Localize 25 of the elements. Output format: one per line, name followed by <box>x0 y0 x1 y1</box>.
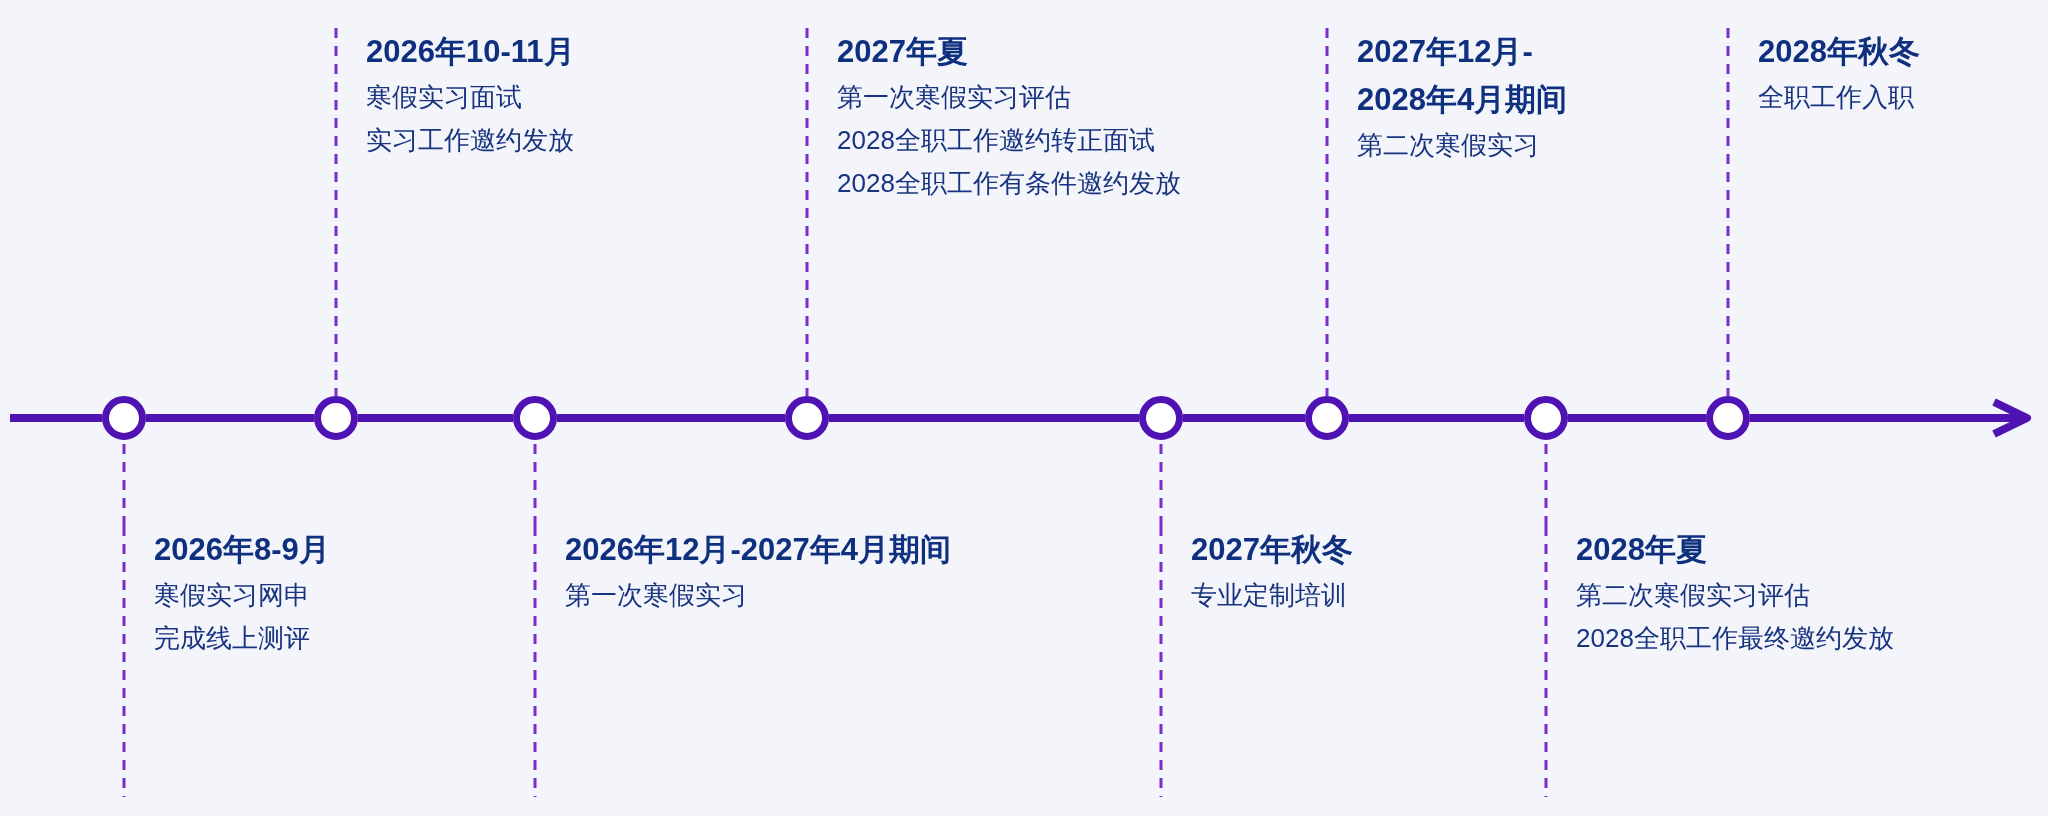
leader-line <box>805 28 809 396</box>
date-heading: 2027年12月-2028年4月期间 <box>1357 33 1569 119</box>
milestone-text: 2028全职工作邀约转正面试 <box>837 124 1155 157</box>
milestone-text: 第一次寒假实习 <box>565 579 747 612</box>
leader-line <box>334 28 338 396</box>
milestone-text: 实习工作邀约发放 <box>366 124 574 157</box>
leader-line <box>1726 28 1730 396</box>
date-heading: 2026年8-9月 <box>154 531 330 569</box>
date-heading: 2026年12月-2027年4月期间 <box>565 531 951 569</box>
milestone-text: 寒假实习网申 <box>154 579 310 612</box>
date-heading: 2028年夏 <box>1576 531 1707 569</box>
leader-line <box>1325 28 1329 396</box>
milestone-text: 专业定制培训 <box>1191 579 1347 612</box>
date-heading: 2028年秋冬 <box>1758 33 1920 71</box>
milestone-text: 第一次寒假实习评估 <box>837 81 1071 114</box>
date-heading: 2027年秋冬 <box>1191 531 1353 569</box>
milestone-text: 全职工作入职 <box>1758 81 1914 114</box>
date-heading: 2026年10-11月 <box>366 33 575 71</box>
milestone-text: 2028全职工作最终邀约发放 <box>1576 622 1894 655</box>
milestone-text: 寒假实习面试 <box>366 81 522 114</box>
milestone-text: 完成线上测评 <box>154 622 310 655</box>
milestone-text: 第二次寒假实习评估 <box>1576 579 1810 612</box>
milestone-text: 2028全职工作有条件邀约发放 <box>837 167 1181 200</box>
milestone-text: 第二次寒假实习 <box>1357 129 1539 162</box>
date-heading: 2027年夏 <box>837 33 968 71</box>
